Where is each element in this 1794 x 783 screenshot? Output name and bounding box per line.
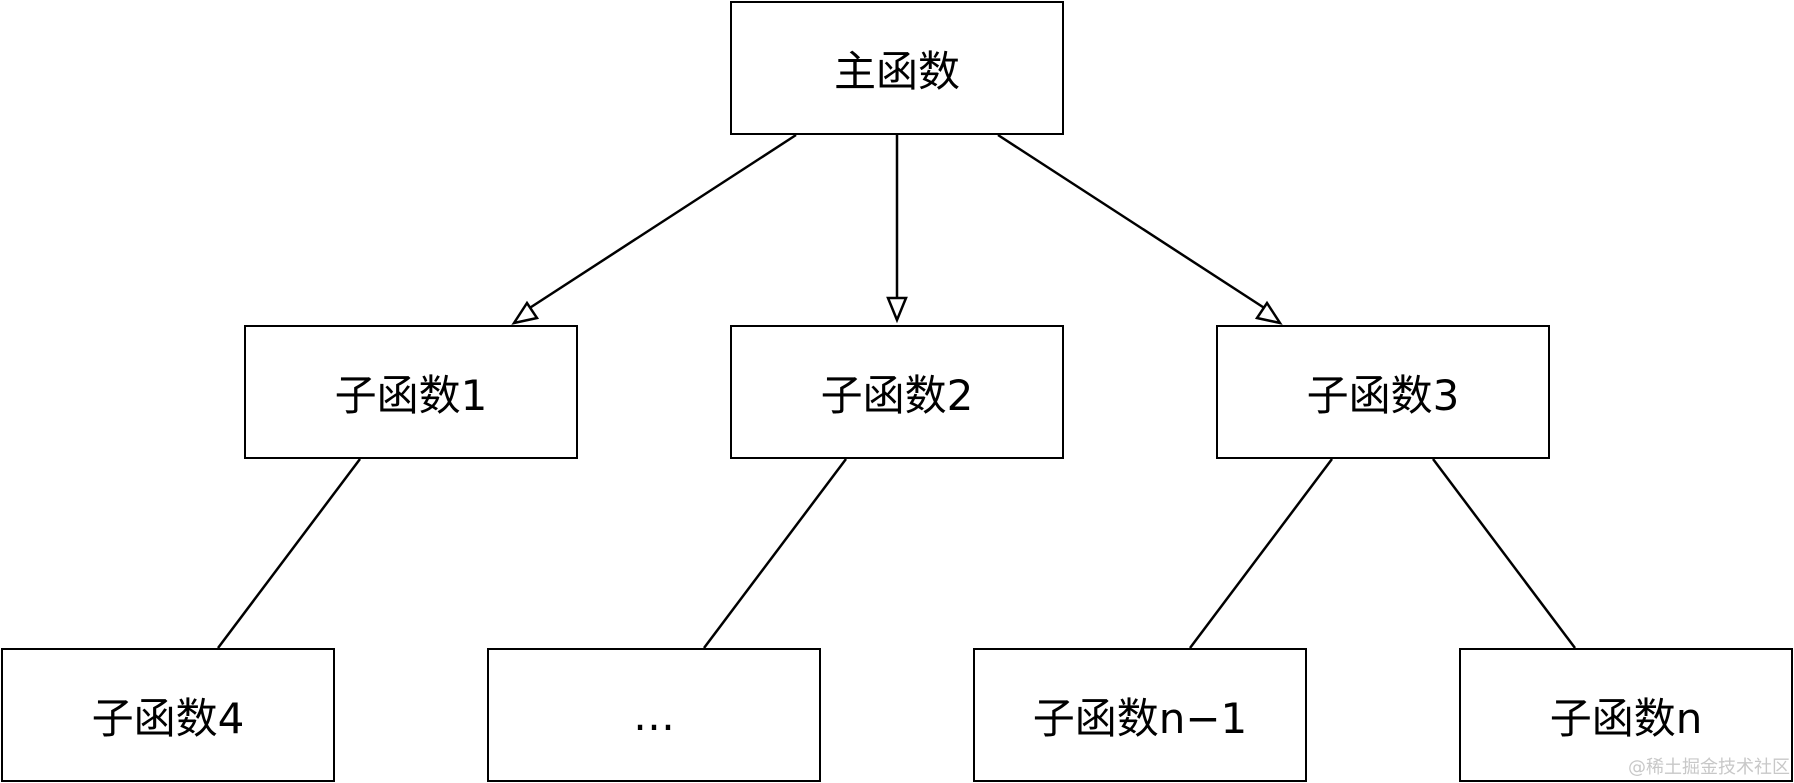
edge-root-child1 [524, 133, 797, 313]
node-child-function-4: 子函数4 [1, 648, 335, 782]
node-child-function-2: 子函数2 [730, 325, 1064, 459]
node-label: 子函数3 [1306, 370, 1460, 420]
node-label: 子函数4 [91, 693, 245, 743]
arrowhead-child1 [511, 300, 540, 325]
node-child-function-n-minus-1: 子函数n−1 [973, 648, 1307, 782]
node-label: … [633, 690, 675, 740]
node-label: 主函数 [833, 46, 960, 96]
edge-child3-child-n-minus-1 [1189, 458, 1333, 649]
edge-child2-ellipsis [703, 458, 847, 649]
watermark-text: @稀土掘金技术社区 [1628, 757, 1790, 778]
edge-child1-child4 [217, 458, 361, 649]
node-child-function-n: 子函数n [1459, 648, 1793, 782]
node-label: 子函数2 [820, 370, 974, 420]
arrowhead-child2 [886, 296, 908, 324]
node-child-function-3: 子函数3 [1216, 325, 1550, 459]
node-label: 子函数n−1 [1032, 693, 1248, 743]
node-label: 子函数n [1549, 693, 1703, 743]
node-main-function: 主函数 [730, 1, 1064, 135]
node-ellipsis: … [487, 648, 821, 782]
node-label: 子函数1 [334, 370, 488, 420]
edge-child3-child-n [1432, 458, 1576, 649]
node-child-function-1: 子函数1 [244, 325, 578, 459]
edge-root-child3 [997, 133, 1270, 313]
arrowhead-child3 [1254, 300, 1283, 325]
